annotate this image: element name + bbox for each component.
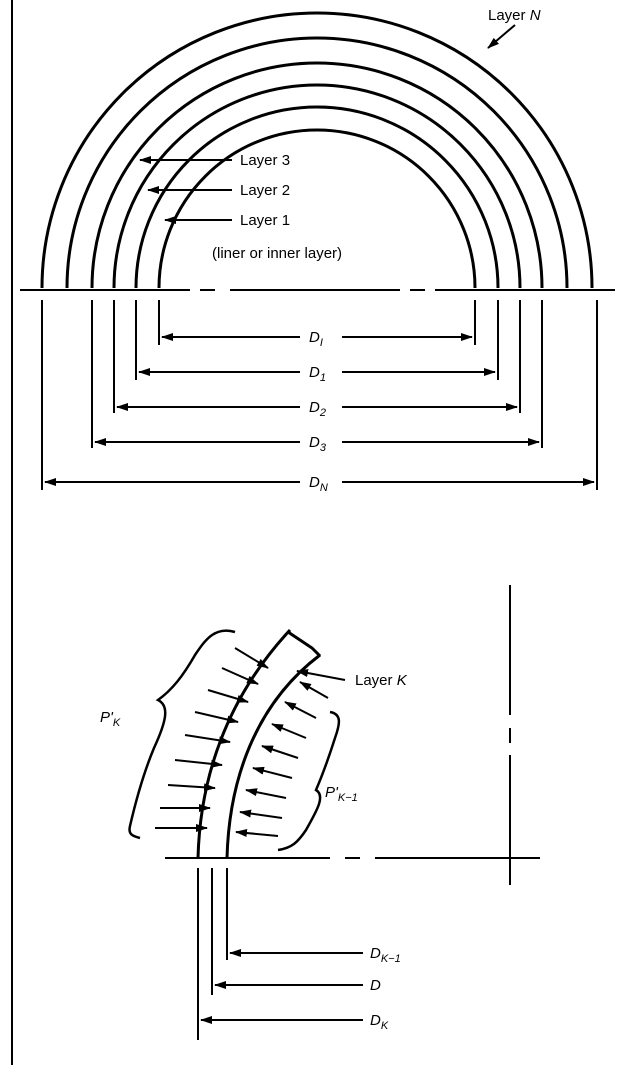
layer-arc-3: [112, 83, 522, 289]
layer-arc-1: [157, 128, 477, 289]
dim-label-d: D: [370, 977, 381, 994]
top-figure: Layer N Layer 3 Layer 2 Layer 1 (liner o…: [20, 7, 615, 494]
layer-k-leader: [296, 669, 346, 681]
liner-note-label: (liner or inner layer): [212, 245, 342, 262]
layer-k-label: Layer K: [355, 672, 408, 689]
dim-label-d2: D2: [309, 399, 326, 419]
layer-n-leader: [487, 24, 516, 49]
pressure-outer-label: P'K: [100, 709, 121, 729]
layer-k-break: [287, 630, 322, 658]
extension-lines: [41, 300, 598, 490]
dim-label-dn: DN: [309, 474, 328, 494]
layer-1-label: Layer 1: [240, 212, 290, 229]
dim-label-d1: D1: [309, 364, 326, 384]
dim-label-dk-1: DK−1: [370, 945, 401, 965]
layer-arc-n: [40, 11, 594, 289]
layer-arc-4: [90, 61, 544, 289]
layer-n-label: Layer N: [488, 7, 541, 24]
bottom-extension-lines: [197, 868, 228, 1040]
layer-arc-2: [134, 105, 500, 289]
outer-pressure-arrows: [155, 647, 269, 832]
dim-label-dk: DK: [370, 1012, 389, 1032]
layer-2-label: Layer 2: [240, 182, 290, 199]
layer-arc-5: [65, 36, 569, 289]
bottom-figure: Layer K P'K P'K−1 DK−1 D DK: [100, 585, 540, 1040]
layer-3-label: Layer 3: [240, 152, 290, 169]
dim-label-d3: D3: [309, 434, 327, 454]
layer-k-outer-wall: [196, 628, 292, 859]
pressure-inner-label: P'K−1: [325, 784, 358, 804]
dim-label-di: DI: [309, 329, 323, 349]
inner-pressure-brace: [277, 710, 341, 852]
outer-pressure-brace: [128, 629, 236, 840]
inner-pressure-arrows: [235, 681, 329, 838]
